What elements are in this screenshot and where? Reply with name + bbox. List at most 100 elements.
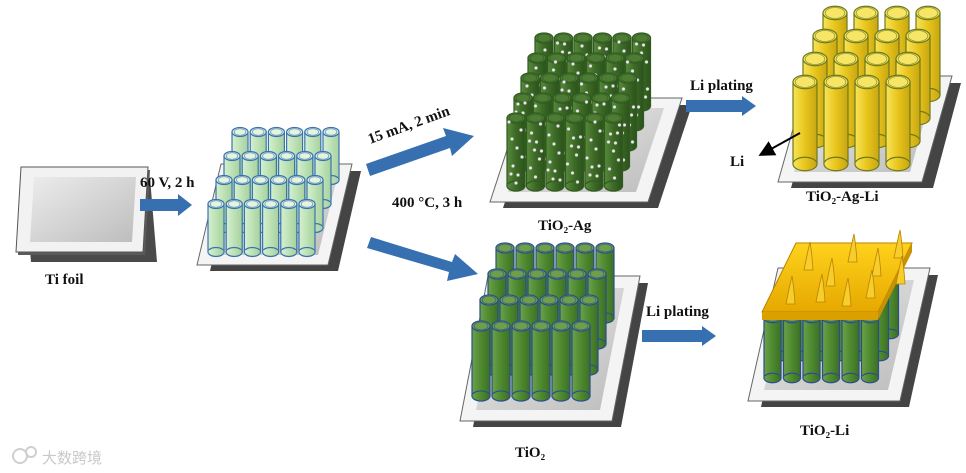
ag-nanoparticle	[617, 40, 621, 44]
ag-nanoparticle	[571, 62, 575, 66]
ag-nanoparticle	[621, 87, 626, 91]
ag-nanoparticle	[558, 178, 562, 182]
li-plating-bottom-label: Li plating	[646, 304, 709, 320]
li-dendrite	[871, 247, 882, 277]
ag-nanoparticle	[551, 177, 555, 181]
nanotube	[763, 312, 782, 384]
ag-nanoparticle	[578, 135, 583, 139]
ag-nanoparticle	[622, 49, 626, 53]
ag-nanoparticle	[543, 48, 547, 52]
nanotube	[551, 320, 571, 402]
ag-nanoparticle	[595, 174, 599, 178]
li-dendrite	[785, 275, 796, 305]
li-plating-top-label: Li plating	[690, 78, 753, 94]
nanotube	[471, 320, 491, 402]
ag-nanoparticle	[519, 128, 523, 132]
nanotube	[782, 312, 802, 384]
li-label: Li	[730, 154, 744, 170]
nanotube	[792, 74, 818, 172]
ag-nanoparticle	[534, 66, 538, 70]
ag-nanoparticle	[542, 86, 547, 90]
ag-nanoparticle	[604, 85, 608, 89]
ag-nanoparticle	[571, 136, 576, 140]
ag-nanoparticle	[606, 140, 611, 144]
ag-nanoparticle	[608, 132, 613, 136]
ag-nanoparticle	[611, 84, 615, 88]
ag-nanoparticle	[612, 176, 617, 180]
ag-nanoparticle	[607, 167, 612, 171]
li-dendrite	[893, 229, 904, 259]
ag-nanoparticle	[588, 173, 592, 177]
ag-nanoparticle	[617, 123, 622, 127]
ag-nanoparticle	[636, 105, 641, 109]
li-dendrite	[895, 255, 906, 285]
ag-nanoparticle	[575, 180, 580, 184]
nanotube	[821, 312, 841, 384]
ag-nanoparticle	[634, 42, 639, 46]
ag-nanoparticle	[643, 95, 648, 99]
nanotube	[511, 320, 531, 402]
nanotube	[823, 74, 849, 172]
ag-nanoparticle	[630, 69, 635, 73]
ag-nanoparticle	[556, 124, 560, 128]
ag-nanoparticle	[613, 141, 618, 145]
ag-nanoparticle	[580, 44, 584, 48]
nanotube	[860, 312, 880, 384]
ag-nanoparticle	[611, 149, 616, 153]
nanotube	[603, 112, 624, 192]
nanotube	[564, 112, 585, 192]
li-dendrite	[841, 277, 852, 307]
arrow-li-plating-bottom	[642, 326, 716, 346]
ag-nanoparticle	[511, 164, 515, 168]
ag-nanoparticle	[525, 84, 529, 88]
ag-nanoparticle	[528, 166, 533, 170]
nanotube	[584, 112, 604, 192]
arrow-li-plating-top	[686, 96, 756, 116]
ag-nanoparticle	[514, 181, 518, 185]
li-dendrite	[865, 269, 876, 299]
ag-nanoparticle	[560, 88, 564, 92]
ag-nanoparticle	[589, 138, 593, 142]
ag-nanoparticle	[576, 145, 581, 149]
ag-nanoparticle	[570, 171, 575, 175]
ag-nanoparticle	[629, 113, 634, 117]
tio2-ag-li-label: TiO₂-Ag-Li	[806, 189, 879, 205]
nanotube	[280, 198, 298, 258]
ag-nanoparticle	[537, 157, 542, 161]
ag-nanoparticle	[597, 164, 601, 168]
ag-nanoparticle	[538, 122, 543, 126]
tio2-ag-label: TiO₂-Ag	[538, 218, 592, 234]
ag-nanoparticle	[604, 47, 609, 51]
ag-nanoparticle	[552, 142, 556, 146]
ag-nanoparticle	[612, 105, 617, 109]
ag-nanoparticle	[576, 71, 580, 75]
nanotube-array-anodized	[207, 126, 340, 258]
ag-nanoparticle	[520, 155, 524, 159]
nanotube	[225, 198, 243, 258]
ag-nanoparticle	[584, 100, 589, 104]
ag-nanoparticle	[553, 60, 558, 64]
arrow-anneal	[367, 237, 478, 281]
ag-nanoparticle	[625, 60, 630, 64]
ag-nanoparticle	[548, 160, 552, 164]
ag-nanoparticle	[507, 120, 511, 124]
ag-nanoparticle	[546, 168, 550, 172]
ag-nanoparticle	[593, 120, 597, 124]
arrow-ag-plating	[366, 128, 474, 176]
arrow-anodize	[140, 194, 192, 216]
ag-nanoparticle	[641, 43, 646, 47]
ag-nanoparticle	[590, 165, 594, 169]
ag-nanoparticle	[602, 102, 606, 106]
ag-nanoparticle	[575, 109, 580, 113]
li-dendrite	[803, 241, 814, 271]
ag-nanoparticle	[597, 46, 602, 50]
ag-nanoparticle	[562, 42, 567, 46]
ag-nanoparticle	[567, 89, 571, 93]
ag-nanoparticle	[644, 60, 649, 64]
nanotube	[506, 112, 526, 192]
li-dendrite	[815, 273, 826, 303]
watermark-text: 大数跨境	[42, 449, 102, 467]
ag-nanoparticle	[622, 123, 627, 127]
ag-nanoparticle	[555, 41, 560, 45]
anodize-condition-label: 60 V, 2 h	[140, 175, 195, 191]
